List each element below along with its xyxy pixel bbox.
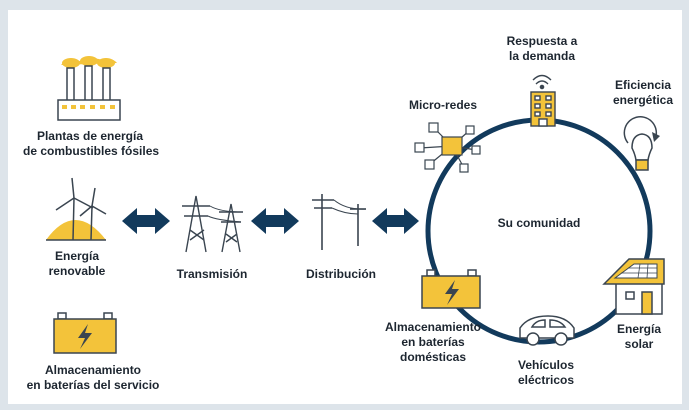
label-home-storage: Almacenamiento en baterías domésticas xyxy=(384,320,482,364)
label-transmission: Transmisión xyxy=(176,267,248,281)
label-distribution: Distribución xyxy=(305,267,376,281)
double-arrow-distribution-community-icon xyxy=(372,208,419,234)
home-battery-icon xyxy=(421,269,481,309)
label-solar: Energía solar xyxy=(616,322,661,351)
label-ev: Vehículos eléctricos xyxy=(517,358,575,387)
label-efficiency: Eficiencia energética xyxy=(612,78,674,107)
label-fossil-plants: Plantas de energía de combustibles fósil… xyxy=(23,129,160,158)
light-bulb-icon xyxy=(623,116,660,171)
label-community: Su comunidad xyxy=(497,216,581,230)
distribution-pole-icon xyxy=(312,194,367,250)
factory-icon xyxy=(57,56,121,121)
double-arrow-transmission-distribution-icon xyxy=(251,208,299,234)
microgrid-network-icon xyxy=(414,122,481,173)
utility-battery-icon xyxy=(53,312,117,354)
solar-house-icon xyxy=(602,258,665,315)
transmission-tower-icon xyxy=(182,195,244,253)
electric-car-icon xyxy=(519,315,575,346)
label-renewable: Energía renovable xyxy=(48,249,106,278)
double-arrow-renewable-transmission-icon xyxy=(122,208,170,234)
wind-turbine-icon xyxy=(46,177,107,241)
label-demand-response: Respuesta a la demanda xyxy=(506,34,578,63)
label-microgrids: Micro-redes xyxy=(408,98,478,112)
smart-building-icon xyxy=(530,74,556,127)
label-utility-storage: Almacenamiento en baterías del servicio xyxy=(26,363,160,392)
